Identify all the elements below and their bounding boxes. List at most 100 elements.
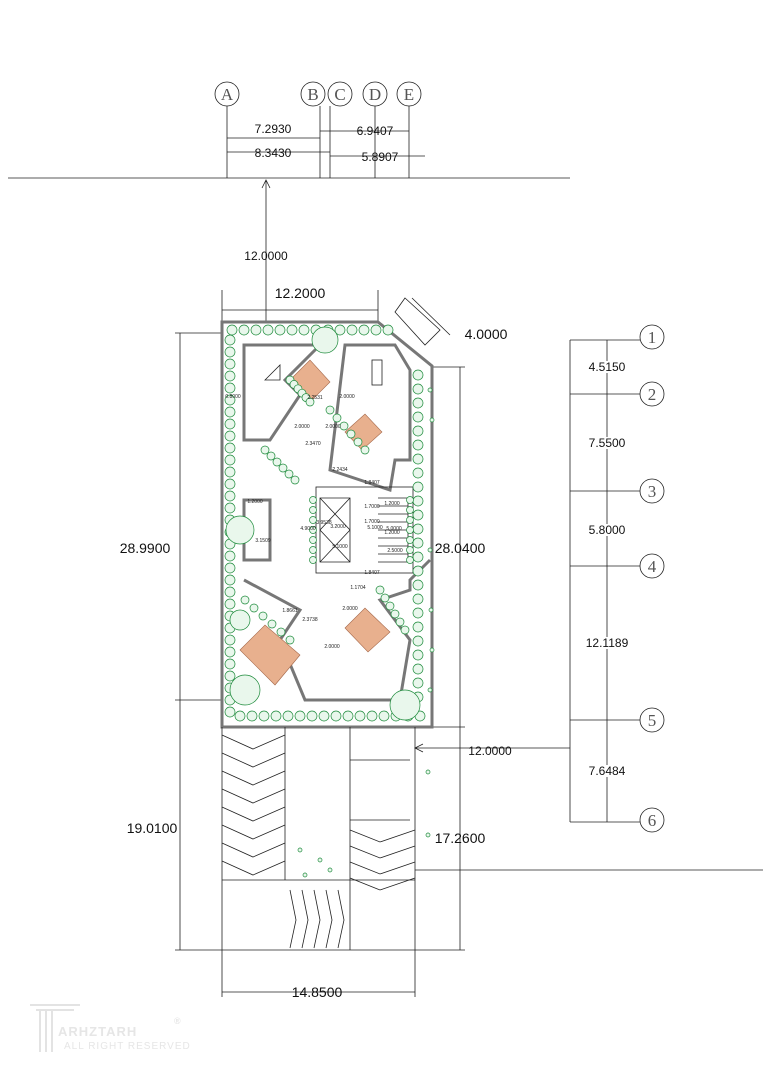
tree-icon xyxy=(412,495,424,507)
tree-icon xyxy=(309,526,317,534)
tree-icon xyxy=(412,663,424,675)
tree-icon xyxy=(412,649,424,661)
tree-icon xyxy=(358,324,370,336)
tree-icon xyxy=(390,609,400,619)
tree-icon xyxy=(406,496,414,504)
interior-dimension: 2.5000 xyxy=(387,548,403,554)
tree-icon xyxy=(224,442,236,454)
grid-label: D xyxy=(369,85,381,104)
tree-icon xyxy=(429,417,435,423)
tree-icon xyxy=(412,607,424,619)
tree-icon xyxy=(309,536,317,544)
grid-label: B xyxy=(307,85,318,104)
grid-label: E xyxy=(404,85,414,104)
grid-label: C xyxy=(334,85,345,104)
tree-icon xyxy=(224,358,236,370)
grid-bubble-1: 1 xyxy=(639,324,665,350)
dim-5-8907: 5.8907 xyxy=(362,150,399,164)
tree-icon xyxy=(325,405,335,415)
tree-icon xyxy=(339,421,349,431)
tree-icon xyxy=(286,324,298,336)
tree-icon xyxy=(395,617,405,627)
interior-dimension: 2.0000 xyxy=(324,644,340,650)
dim-row-5-6: 7.6484 xyxy=(589,764,626,778)
tree-icon xyxy=(311,326,339,354)
tree-icon xyxy=(412,467,424,479)
tree-icon xyxy=(224,394,236,406)
interior-dimension: 0.8000 xyxy=(225,394,241,400)
watermark-brand: ARHZTARH xyxy=(58,1024,137,1039)
interior-dimension: 1.8407 xyxy=(364,570,380,576)
tree-icon xyxy=(346,324,358,336)
tree-icon xyxy=(282,710,294,722)
grid-bubble-e: E xyxy=(396,81,422,107)
tree-icon xyxy=(327,867,333,873)
tree-icon xyxy=(360,445,370,455)
interior-dimension: 1.7000 xyxy=(364,519,380,525)
tree-icon xyxy=(224,490,236,502)
tree-icon xyxy=(346,429,356,439)
tree-icon xyxy=(260,445,270,455)
svg-text:®: ® xyxy=(174,1016,182,1026)
grid-bubble-2: 2 xyxy=(639,381,665,407)
tree-icon xyxy=(272,457,282,467)
grid-label: 5 xyxy=(648,711,657,730)
tree-icon xyxy=(412,635,424,647)
tree-icon xyxy=(229,609,251,631)
dim-7-2930: 7.2930 xyxy=(255,122,292,136)
interior-dimension: 1.2000 xyxy=(247,499,263,505)
interior-dimension: 1.7000 xyxy=(364,504,380,510)
tree-icon xyxy=(267,619,277,629)
dim-top-width: 12.2000 xyxy=(275,285,326,301)
tree-icon xyxy=(297,847,303,853)
tree-icon xyxy=(224,334,236,346)
dim-right-height: 28.0400 xyxy=(435,540,486,556)
tree-icon xyxy=(428,607,434,613)
tree-icon xyxy=(412,537,424,549)
tree-icon xyxy=(224,670,236,682)
tree-icon xyxy=(412,453,424,465)
grid-bubble-6: 6 xyxy=(639,807,665,833)
tree-icon xyxy=(229,674,261,706)
column-grid: A B C D E xyxy=(214,81,422,178)
dim-left-height: 28.9900 xyxy=(120,540,171,556)
tree-icon xyxy=(224,346,236,358)
tree-icon xyxy=(412,621,424,633)
tree-icon xyxy=(298,324,310,336)
wood-deck xyxy=(239,359,391,686)
tree-icon xyxy=(427,547,433,553)
tree-icon xyxy=(406,536,414,544)
interior-dimension: 5.0000 xyxy=(386,526,402,532)
tree-icon xyxy=(270,710,282,722)
tree-icon xyxy=(226,324,238,336)
tree-icon xyxy=(375,585,385,595)
tree-icon xyxy=(240,595,250,605)
tree-icon xyxy=(309,506,317,514)
tree-icon xyxy=(224,406,236,418)
interior-dimension: 2.0000 xyxy=(325,424,341,430)
tree-icon xyxy=(412,677,424,689)
tree-icon xyxy=(225,515,255,545)
dim-street: 12.0000 xyxy=(468,744,512,758)
tree-icon xyxy=(406,516,414,524)
tree-icon xyxy=(406,506,414,514)
dim-bottom-width: 14.8500 xyxy=(292,984,343,1000)
tree-icon xyxy=(224,418,236,430)
dim-parking-right: 17.2600 xyxy=(435,830,486,846)
tree-icon xyxy=(385,601,395,611)
tree-icon xyxy=(224,574,236,586)
watermark-logo: ARHZTARH ALL RIGHT RESERVED ® xyxy=(30,1004,190,1052)
tree-icon xyxy=(370,324,382,336)
tree-icon xyxy=(330,710,342,722)
dim-row-4-5: 12.1189 xyxy=(586,636,629,650)
tree-icon xyxy=(290,475,300,485)
grid-label: 2 xyxy=(648,385,657,404)
tree-icon xyxy=(258,611,268,621)
grid-label: A xyxy=(221,85,234,104)
tree-icon xyxy=(382,324,394,336)
grid-bubble-c: C xyxy=(327,81,353,107)
interior-dimension: 2.3470 xyxy=(305,441,321,447)
tree-icon xyxy=(412,481,424,493)
